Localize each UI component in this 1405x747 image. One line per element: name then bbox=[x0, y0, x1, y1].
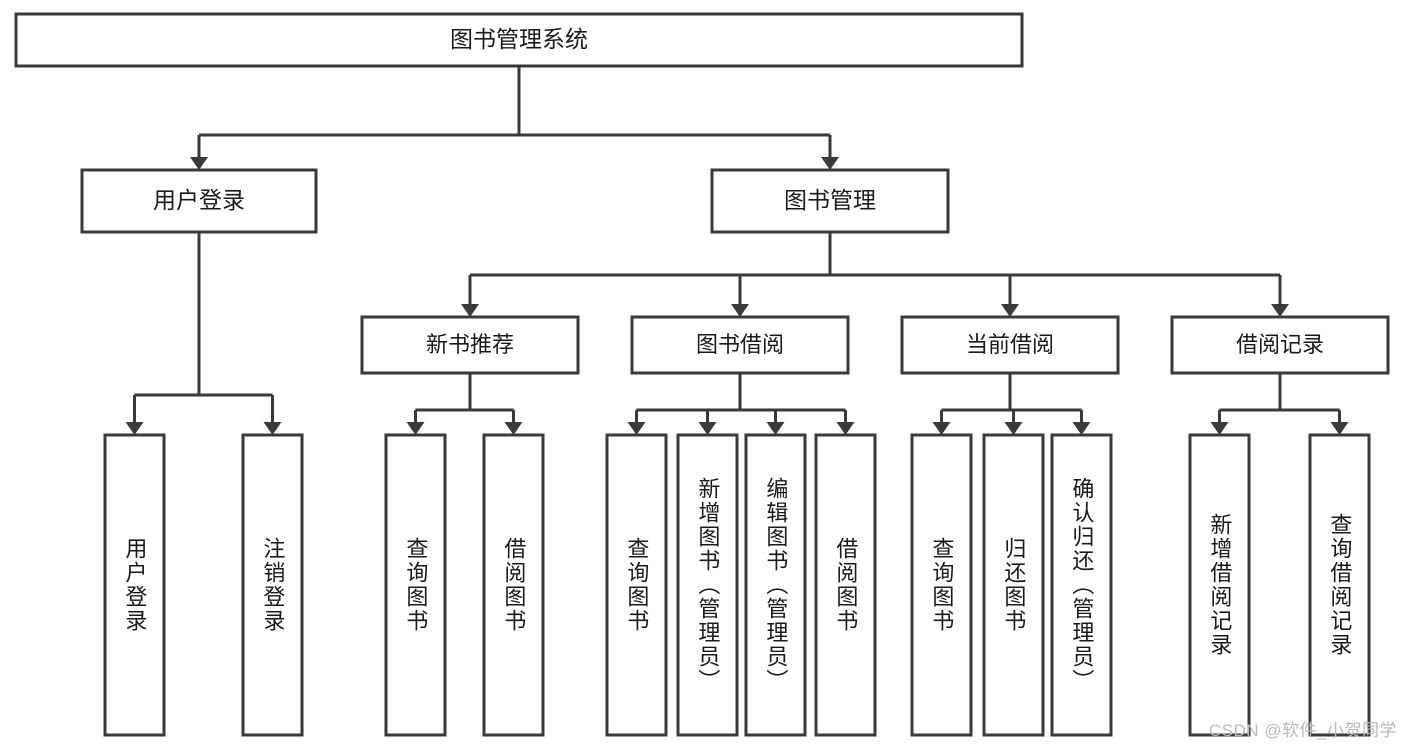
node-label: 当前借阅 bbox=[966, 332, 1054, 357]
node-leaf-query-borrow-record[interactable] bbox=[1308, 433, 1371, 737]
node-leaf-borrow-book-1[interactable] bbox=[482, 433, 545, 737]
node-label: 图书管理系统 bbox=[450, 26, 588, 52]
arrow-head-icon bbox=[932, 422, 951, 435]
node-label: 图书借阅 bbox=[696, 332, 784, 357]
node-leaf-user-login[interactable] bbox=[103, 433, 166, 737]
arrow-head-icon bbox=[504, 422, 523, 435]
connector-lines bbox=[125, 66, 1349, 435]
arrow-head-icon bbox=[821, 157, 839, 170]
arrow-head-icon bbox=[263, 422, 282, 435]
node-leaf-logout-login[interactable] bbox=[241, 433, 304, 737]
arrow-head-icon bbox=[1210, 422, 1229, 435]
arrow-head-icon bbox=[1004, 422, 1023, 435]
arrow-head-icon bbox=[1330, 422, 1349, 435]
node-book-borrow[interactable]: 图书借阅 bbox=[630, 315, 850, 375]
arrow-head-icon bbox=[731, 304, 749, 317]
node-user-login[interactable]: 用户登录 bbox=[80, 168, 318, 234]
node-new-book-recommend[interactable]: 新书推荐 bbox=[360, 315, 580, 375]
node-leaf-borrow-book-2[interactable] bbox=[814, 433, 877, 737]
arrow-head-icon bbox=[1271, 304, 1289, 317]
node-leaf-edit-book-admin[interactable] bbox=[744, 433, 807, 737]
arrow-head-icon bbox=[125, 422, 144, 435]
node-label: 用户登录 bbox=[153, 187, 245, 213]
node-leaf-add-book-admin[interactable] bbox=[676, 433, 739, 737]
node-leaf-add-borrow-record[interactable] bbox=[1188, 433, 1251, 737]
arrow-head-icon bbox=[1001, 304, 1019, 317]
node-leaf-query-book-1[interactable] bbox=[384, 433, 447, 737]
node-borrow-record[interactable]: 借阅记录 bbox=[1170, 315, 1390, 375]
arrow-head-icon bbox=[766, 422, 785, 435]
csdn-watermark: CSDN @软件_小贺同学 bbox=[1208, 721, 1397, 740]
arrow-head-icon bbox=[461, 304, 479, 317]
node-label: 新书推荐 bbox=[426, 332, 514, 357]
arrow-head-icon bbox=[627, 422, 646, 435]
node-leaf-return-book[interactable] bbox=[982, 433, 1045, 737]
arrow-head-icon bbox=[836, 422, 855, 435]
node-book-manage[interactable]: 图书管理 bbox=[710, 168, 950, 234]
arrow-head-icon bbox=[698, 422, 717, 435]
node-leaf-query-book-2[interactable] bbox=[605, 433, 668, 737]
arrow-head-icon bbox=[406, 422, 425, 435]
node-leaf-query-book-3[interactable] bbox=[910, 433, 973, 737]
arrow-head-icon bbox=[190, 157, 208, 170]
node-leaf-confirm-return[interactable] bbox=[1050, 433, 1113, 737]
node-label: 图书管理 bbox=[784, 187, 876, 213]
node-current-borrow[interactable]: 当前借阅 bbox=[900, 315, 1120, 375]
arrow-head-icon bbox=[1072, 422, 1091, 435]
node-label: 借阅记录 bbox=[1236, 332, 1324, 357]
node-root[interactable]: 图书管理系统 bbox=[14, 12, 1024, 68]
